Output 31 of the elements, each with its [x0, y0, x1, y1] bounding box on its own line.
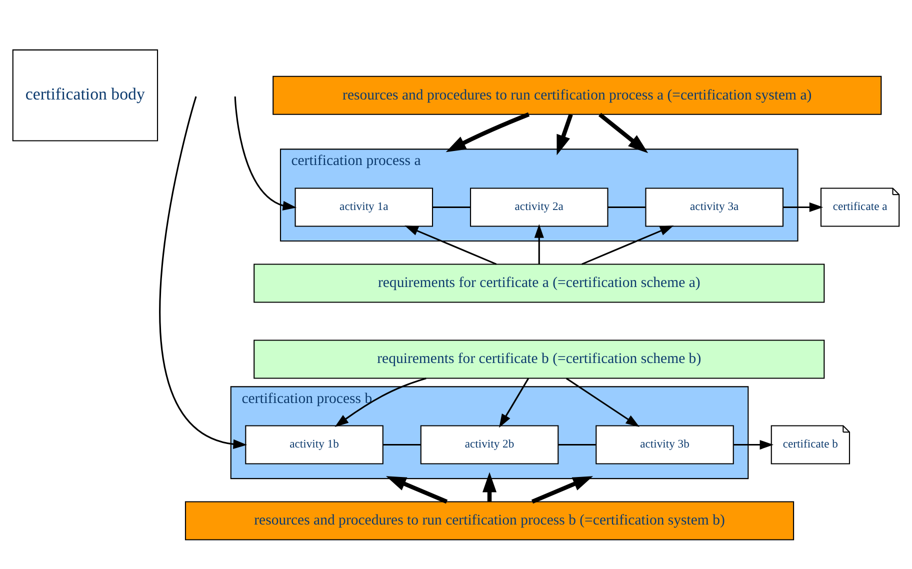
arrow: [334, 377, 426, 427]
arrow: [534, 224, 544, 264]
arrow: [482, 472, 497, 502]
node-box: activity 2b: [420, 424, 559, 464]
arrow: [783, 202, 824, 212]
node-box: requirements for certificate a (=certification scheme a): [254, 263, 825, 302]
node-box: activity 1b: [245, 424, 384, 464]
arrow: [404, 224, 497, 264]
arrow: [499, 378, 530, 428]
arrow: [386, 476, 448, 504]
connector: [558, 443, 596, 446]
node-box: requirements for certificate b (=certification scheme b): [254, 339, 825, 378]
node-box: resources and procedures to run certification process b (=certification system b): [184, 500, 794, 540]
arrow: [598, 112, 648, 153]
arrow: [582, 224, 674, 264]
arrow: [159, 96, 247, 448]
node-box: activity 3b: [596, 424, 734, 464]
arrow: [234, 96, 297, 210]
node-box: resources and procedures to run certification process a (=certification system a): [272, 75, 882, 114]
connector: [383, 443, 420, 446]
connector: [432, 206, 470, 208]
node-box: activity 3a: [645, 187, 784, 226]
arrow: [556, 113, 573, 155]
connector: [608, 206, 646, 208]
arrow: [531, 476, 594, 504]
arrow: [566, 377, 640, 426]
node-box: certification body: [12, 48, 158, 141]
node-box: activity 2a: [470, 187, 608, 226]
arrow: [734, 439, 774, 450]
node-box: activity 1a: [294, 187, 434, 226]
arrow: [446, 112, 530, 152]
